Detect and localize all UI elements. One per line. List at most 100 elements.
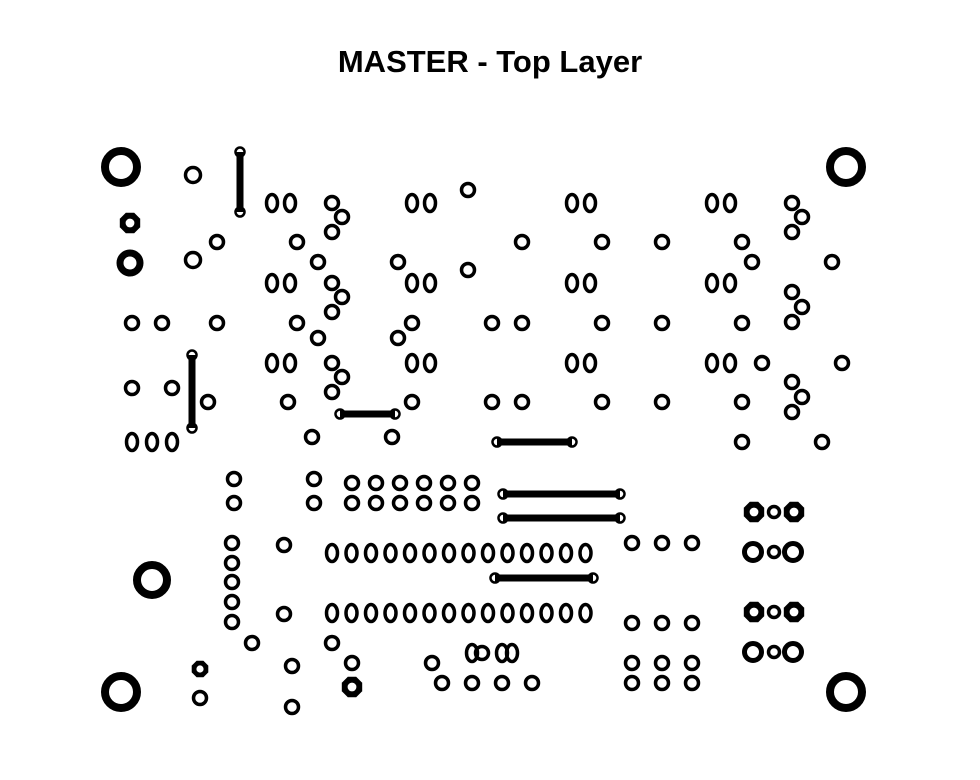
round-pad [733, 233, 751, 251]
round-pad [614, 488, 626, 500]
round-pad [223, 573, 241, 591]
round-pad [742, 541, 764, 563]
oval-pad [422, 272, 438, 294]
oval-pad [264, 272, 280, 294]
round-pad [513, 314, 531, 332]
oval-pad [722, 352, 738, 374]
round-pad [783, 403, 801, 421]
round-pad [614, 512, 626, 524]
oval-pad [564, 352, 580, 374]
round-pad [334, 408, 346, 420]
round-pad [793, 208, 811, 226]
round-pad [783, 283, 801, 301]
round-pad [333, 208, 351, 226]
mounting-hole [826, 672, 866, 712]
round-pad [566, 436, 578, 448]
round-pad [403, 314, 421, 332]
oval-pad [422, 352, 438, 374]
octagon-pad-drill [749, 607, 759, 617]
oval-pad [441, 542, 457, 564]
oval-pad [422, 542, 437, 564]
round-pad [275, 605, 293, 623]
round-pad [288, 314, 306, 332]
oval-pad [404, 272, 420, 294]
round-pad [333, 368, 351, 386]
round-pad [483, 314, 501, 332]
round-pad [208, 314, 226, 332]
round-pad [234, 206, 246, 218]
round-pad [323, 354, 341, 372]
octagon-pad-drill [196, 665, 204, 673]
round-pad [513, 233, 531, 251]
round-pad [783, 223, 801, 241]
round-pad [653, 654, 671, 672]
round-pad [483, 393, 501, 411]
round-pad [683, 654, 701, 672]
round-pad [123, 314, 141, 332]
oval-pad [539, 542, 554, 564]
oval-pad [500, 542, 515, 564]
round-pad [439, 494, 457, 512]
oval-pad [578, 602, 593, 624]
round-pad [653, 233, 671, 251]
octagon-pad-drill [125, 218, 135, 228]
round-pad [593, 314, 611, 332]
round-pad [389, 329, 407, 347]
octagon-pad-drill [347, 682, 357, 692]
round-pad [523, 674, 541, 692]
oval-pad [578, 542, 593, 564]
oval-pad [124, 431, 140, 453]
round-pad [305, 470, 323, 488]
round-pad [208, 233, 226, 251]
round-pad [733, 433, 751, 451]
oval-pad [582, 352, 598, 374]
round-pad [463, 474, 481, 492]
round-pad [415, 494, 433, 512]
round-pad [813, 433, 831, 451]
oval-pad [282, 272, 298, 294]
round-pad [489, 572, 501, 584]
oval-pad [480, 542, 496, 564]
round-pad [497, 512, 509, 524]
round-pad [683, 534, 701, 552]
oval-pad [324, 542, 340, 564]
round-pad [766, 644, 782, 660]
mounting-hole [826, 147, 866, 187]
round-pad [186, 422, 198, 434]
round-pad [491, 436, 503, 448]
round-pad [653, 393, 671, 411]
octagon-pad-drill [789, 607, 799, 617]
round-pad [439, 474, 457, 492]
round-pad [833, 354, 851, 372]
oval-pad [383, 542, 398, 564]
round-pad [783, 313, 801, 331]
round-pad [343, 494, 361, 512]
round-pad [323, 303, 341, 321]
oval-pad [441, 602, 457, 624]
mounting-hole [133, 561, 171, 599]
mounting-hole [101, 672, 141, 712]
oval-pad [704, 192, 720, 214]
round-pad [223, 554, 241, 572]
round-pad [653, 534, 671, 552]
octagon-pad-drill [789, 507, 799, 517]
round-pad [283, 698, 301, 716]
round-pad [123, 379, 141, 397]
page-title: MASTER - Top Layer [337, 44, 643, 79]
round-pad [653, 614, 671, 632]
oval-pad [344, 602, 359, 624]
round-pad [288, 233, 306, 251]
round-pad [323, 634, 341, 652]
oval-pad [480, 602, 496, 624]
oval-pad [344, 542, 359, 564]
oval-pad [164, 431, 180, 453]
round-pad [766, 544, 782, 560]
round-pad [459, 261, 477, 279]
round-pad [163, 379, 181, 397]
round-pad [459, 181, 477, 199]
round-pad [766, 604, 782, 620]
round-pad [497, 488, 509, 500]
round-pad [793, 388, 811, 406]
round-pad [391, 494, 409, 512]
